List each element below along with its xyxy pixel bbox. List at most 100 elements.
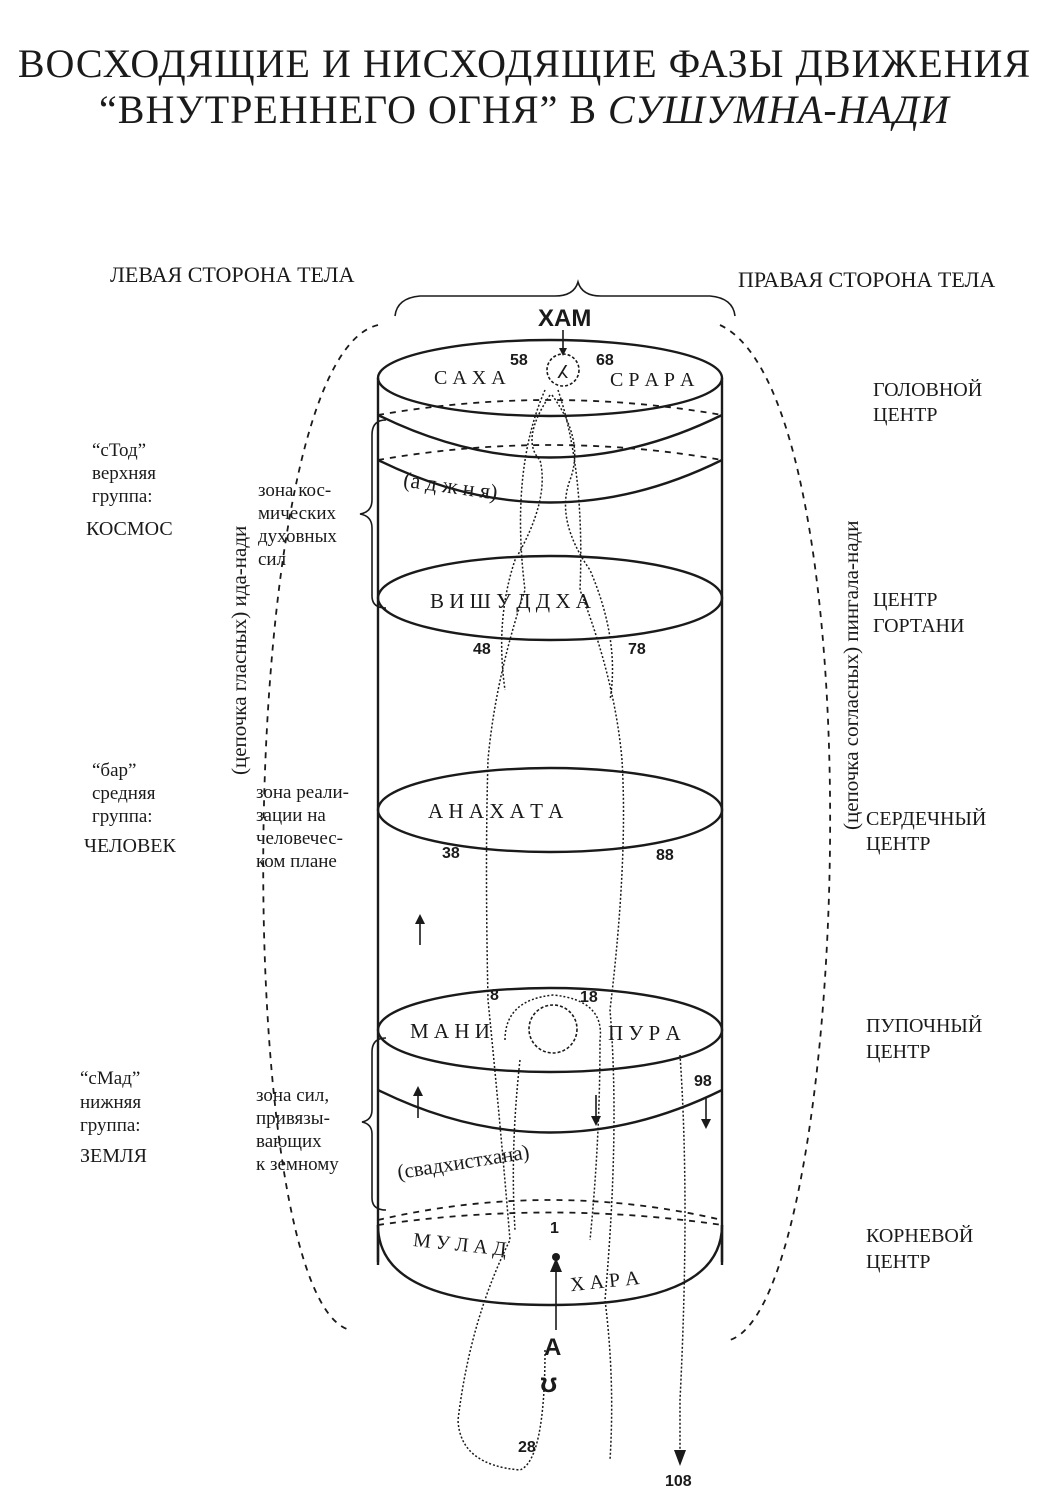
navel-loop bbox=[504, 994, 602, 1241]
ida-up-branch bbox=[512, 1059, 521, 1231]
vishuddha-ellipse bbox=[376, 554, 724, 642]
root-arrowhead bbox=[550, 1258, 562, 1272]
zone-human-3: ком плане bbox=[256, 851, 337, 872]
heart-center-1: СЕРДЕЧНЫЙ bbox=[866, 807, 986, 830]
svadhisthana-label: (свадхистхана) bbox=[396, 1139, 531, 1184]
num-8: 8 bbox=[490, 987, 499, 1004]
zone-cosmic-2: духовных bbox=[258, 526, 337, 547]
ham-arrowhead bbox=[559, 348, 567, 356]
muladhara-left-label: М У Л А Д bbox=[412, 1229, 508, 1261]
head-center-1: ГОЛОВНОЙ bbox=[873, 378, 982, 401]
diagram-title-line-2: “ВНУТРЕННЕГО ОГНЯ” В СУШУМНА-НАДИ bbox=[0, 86, 1049, 133]
zone-earth-0: зона сил, bbox=[256, 1085, 329, 1106]
zone-human-0: зона реали- bbox=[256, 782, 349, 803]
num-88: 88 bbox=[656, 847, 674, 864]
muladhara-right-label: Х А Р А bbox=[569, 1267, 641, 1296]
arrow-up-heart bbox=[415, 914, 425, 945]
anahata-label: А Н А Х А Т А bbox=[428, 799, 564, 823]
group-upper-3: КОСМОС bbox=[86, 518, 173, 540]
zone-human-2: человечес- bbox=[256, 828, 343, 849]
group-upper-0: “сТод” bbox=[92, 440, 146, 461]
muladhara-front bbox=[376, 1224, 724, 1307]
group-lower-1: нижняя bbox=[80, 1092, 141, 1113]
bindu-circle bbox=[546, 353, 580, 387]
arrow-down-svad-1 bbox=[591, 1095, 601, 1126]
zone-cosmic-3: сил bbox=[258, 549, 287, 570]
right-side-label: ПРАВАЯ СТОРОНА ТЕЛА bbox=[738, 267, 995, 292]
title-prefix: “ВНУТРЕННЕГО ОГНЯ” В bbox=[99, 87, 609, 132]
zone-cosmic-1: мических bbox=[258, 503, 336, 524]
outer-dashed-left bbox=[262, 324, 379, 1331]
group-middle-1: средняя bbox=[92, 783, 156, 804]
num-48: 48 bbox=[473, 641, 491, 658]
outer-dashed-right bbox=[719, 324, 832, 1341]
ajna-label: (а д ж н я) bbox=[402, 467, 499, 505]
bracket-earth bbox=[361, 1037, 387, 1211]
bottom-letter-a: А bbox=[544, 1334, 561, 1361]
num-98: 98 bbox=[694, 1073, 712, 1090]
num-78: 78 bbox=[628, 641, 646, 658]
zone-cosmic-0: зона кос- bbox=[258, 480, 331, 501]
root-center-2: ЦЕНТР bbox=[866, 1251, 930, 1273]
root-center-1: КОРНЕВОЙ bbox=[866, 1224, 973, 1247]
zone-earth-1: привязы- bbox=[256, 1108, 330, 1129]
num-58: 58 bbox=[510, 352, 528, 369]
manipura-ellipse bbox=[376, 986, 724, 1074]
navel-circle bbox=[528, 1004, 578, 1054]
sahasrara-left-label: С А Х А bbox=[434, 367, 506, 389]
top-brace bbox=[394, 279, 736, 317]
pura-label: П У Р А bbox=[608, 1021, 681, 1045]
num-28: 28 bbox=[518, 1439, 536, 1456]
vishuddha-label: В И Ш У Д Д Х А bbox=[430, 589, 592, 613]
diagram-title-line-1: ВОСХОДЯЩИЕ И НИСХОДЯЩИЕ ФАЗЫ ДВИЖЕНИЯ bbox=[17, 41, 1032, 86]
zone-earth-2: вающих bbox=[256, 1131, 322, 1152]
ida-channel-wavy bbox=[457, 389, 546, 1471]
group-upper-2: группа: bbox=[92, 486, 153, 507]
ida-nadi-label: (цепочка гласных) ида-нади bbox=[227, 526, 251, 775]
group-lower-3: ЗЕМЛЯ bbox=[80, 1145, 147, 1167]
muladhara-back bbox=[377, 1211, 723, 1226]
navel-center-1: ПУПОЧНЫЙ bbox=[866, 1014, 982, 1037]
num-68: 68 bbox=[596, 352, 614, 369]
heart-center-2: ЦЕНТР bbox=[866, 833, 930, 855]
num-18: 18 bbox=[580, 989, 598, 1006]
arrow-down-svad-2 bbox=[701, 1098, 711, 1129]
num-38: 38 bbox=[442, 845, 460, 862]
head-lower-front bbox=[377, 413, 723, 459]
sahasrara-right-label: С Р А Р А bbox=[610, 369, 695, 391]
num-108: 108 bbox=[665, 1473, 692, 1490]
arrow-up-svad bbox=[413, 1086, 423, 1118]
group-lower-0: “сМад” bbox=[80, 1068, 140, 1089]
anahata-ellipse bbox=[376, 766, 724, 854]
zone-earth-3: к земному bbox=[256, 1154, 339, 1175]
navel-center-2: ЦЕНТР bbox=[866, 1041, 930, 1063]
root-upper-back bbox=[377, 1199, 723, 1221]
bracket-cosmic bbox=[359, 419, 387, 609]
title-italic: СУШУМНА-НАДИ bbox=[608, 87, 950, 132]
head-lower-back bbox=[377, 399, 723, 416]
pingala-channel-wavy bbox=[557, 389, 625, 1461]
group-lower-2: группа: bbox=[80, 1115, 141, 1136]
group-upper-1: верхняя bbox=[92, 463, 156, 484]
root-dot bbox=[552, 1253, 560, 1261]
ajna-front bbox=[377, 458, 723, 504]
head-center-2: ЦЕНТР bbox=[873, 404, 937, 426]
group-middle-3: ЧЕЛОВЕК bbox=[84, 835, 177, 857]
sahasrara-ellipse bbox=[376, 338, 724, 418]
svadhisthana-front bbox=[377, 1088, 723, 1134]
mani-label: М А Н И bbox=[410, 1019, 490, 1043]
inner-wavy-b bbox=[551, 394, 614, 701]
throat-center-2: ГОРТАНИ bbox=[873, 615, 964, 637]
throat-center-1: ЦЕНТР bbox=[873, 589, 937, 611]
inner-wavy-a bbox=[500, 394, 551, 691]
om-glyph: ⵃ bbox=[557, 362, 568, 382]
ajna-back bbox=[377, 444, 723, 461]
right-descender bbox=[679, 1054, 686, 1460]
group-middle-0: “бар” bbox=[92, 760, 136, 781]
group-middle-2: группа: bbox=[92, 806, 153, 827]
arrow-108 bbox=[674, 1450, 686, 1466]
left-side-label: ЛЕВАЯ СТОРОНА ТЕЛА bbox=[110, 262, 355, 287]
num-1: 1 bbox=[550, 1220, 559, 1237]
ham-syllable: ХАМ bbox=[538, 305, 591, 332]
